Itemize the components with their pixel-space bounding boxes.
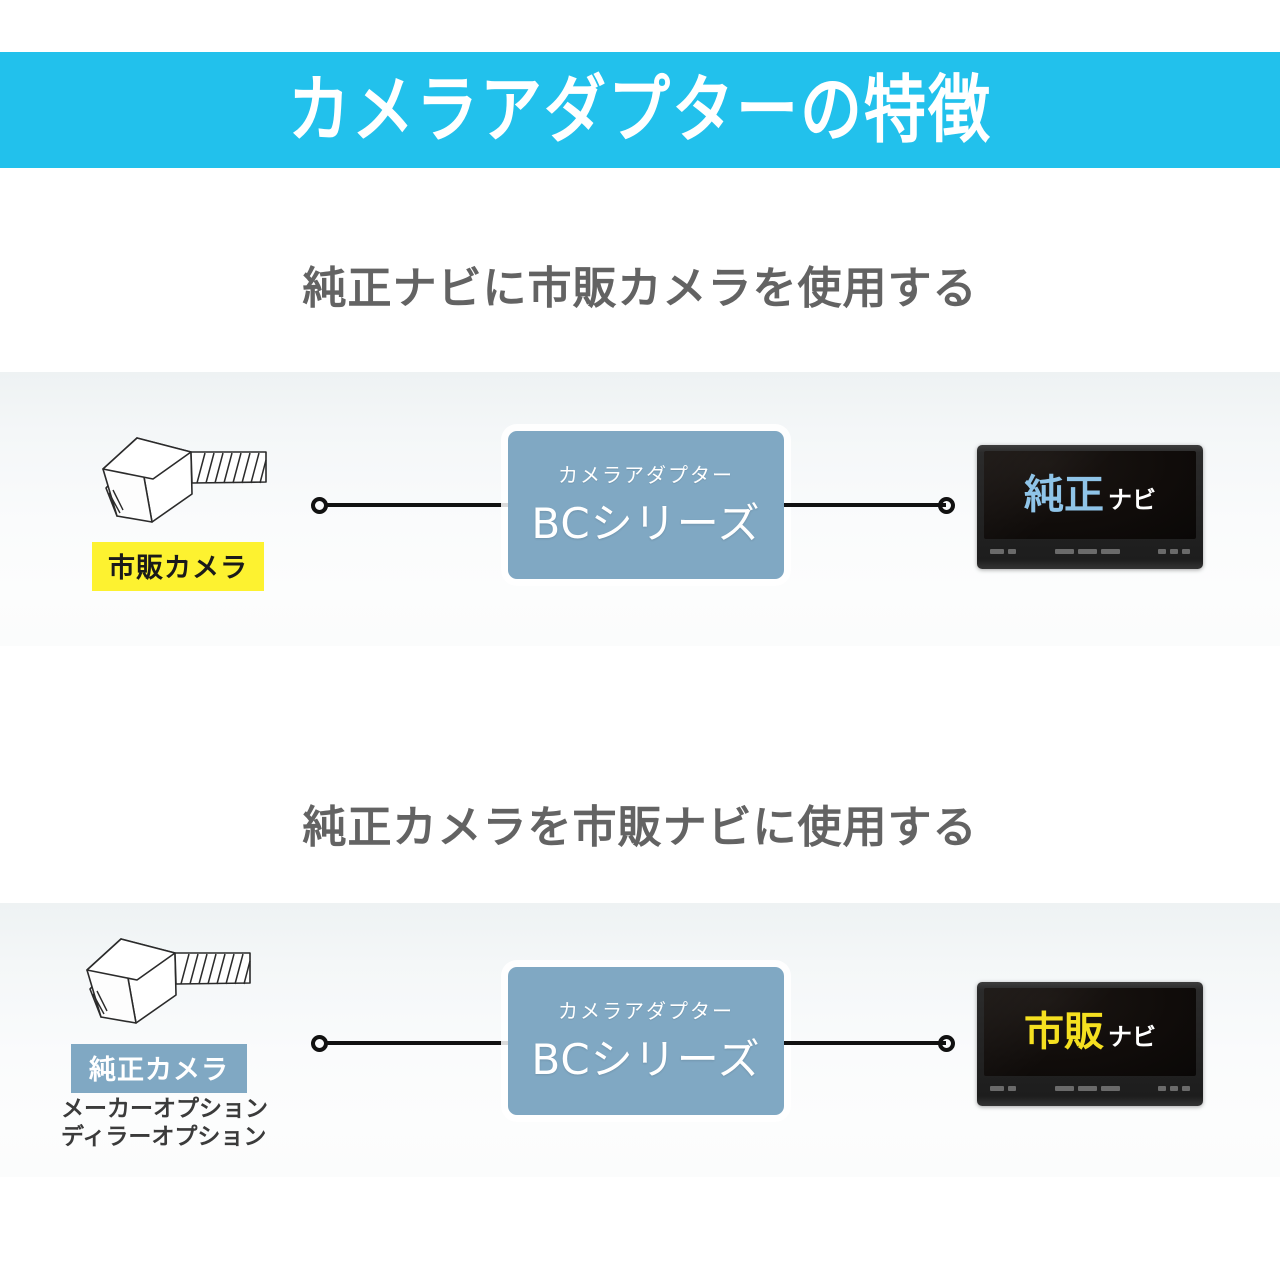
navi-button-icon[interactable]: [1077, 1085, 1097, 1091]
navi-button-icon[interactable]: [1182, 1085, 1190, 1091]
camera-icon: [96, 427, 296, 537]
wire-dot-left-1: [311, 497, 328, 514]
navi-text-2: 市販 ナビ: [1024, 1012, 1156, 1052]
adapter-box-1[interactable]: カメラアダプター BCシリーズ: [508, 431, 784, 579]
navi-button-icon[interactable]: [1077, 548, 1097, 554]
source-note-1: メーカーオプション: [61, 1096, 268, 1122]
navi-btn-group-center-2[interactable]: [1054, 1085, 1120, 1091]
adapter-box-2[interactable]: カメラアダプター BCシリーズ: [508, 967, 784, 1115]
navi-button-icon[interactable]: [1182, 548, 1190, 554]
navi-button-icon[interactable]: [1008, 548, 1016, 554]
navi-primary-text-2: 市販: [1024, 1009, 1104, 1055]
navi-unit-1[interactable]: 純正 ナビ: [977, 445, 1203, 569]
navi-btn-group-center-1[interactable]: [1054, 548, 1120, 554]
navi-button-icon[interactable]: [1170, 548, 1178, 554]
navi-controls-2[interactable]: [984, 1076, 1196, 1100]
navi-button-icon[interactable]: [990, 1085, 1004, 1091]
navi-text-1: 純正 ナビ: [1024, 475, 1156, 515]
navi-secondary-text-1: ナビ: [1108, 486, 1156, 514]
navi-btn-group-left-1[interactable]: [990, 548, 1016, 554]
navi-screen-2: 市販 ナビ: [984, 988, 1196, 1076]
adapter-large-label-2: BCシリーズ: [531, 1035, 761, 1084]
navi-btn-group-right-2[interactable]: [1158, 1085, 1190, 1091]
source-note-2: ディラーオプション: [61, 1124, 267, 1150]
page-title: カメラアダプターの特徴: [287, 66, 992, 153]
navi-button-icon[interactable]: [1054, 1085, 1074, 1091]
navi-button-icon[interactable]: [1008, 1085, 1016, 1091]
camera-illustration-svg: [86, 938, 251, 1024]
header-banner: カメラアダプターの特徴: [0, 52, 1280, 168]
navi-secondary-text-2: ナビ: [1108, 1023, 1156, 1051]
navi-button-icon[interactable]: [1158, 548, 1166, 554]
navi-primary-text-1: 純正: [1024, 472, 1104, 518]
navi-controls-1[interactable]: [984, 539, 1196, 563]
navi-button-icon[interactable]: [1170, 1085, 1178, 1091]
wire-right-1: [784, 503, 946, 507]
navi-btn-group-right-1[interactable]: [1158, 548, 1190, 554]
wire-dot-left-2: [311, 1035, 328, 1052]
camera-illustration-svg: [102, 437, 267, 523]
camera-icon: [80, 928, 280, 1038]
adapter-small-label-1: カメラアダプター: [558, 463, 734, 487]
wire-left-2: [327, 1041, 510, 1045]
navi-button-icon[interactable]: [1100, 1085, 1120, 1091]
navi-btn-group-left-2[interactable]: [990, 1085, 1016, 1091]
adapter-large-label-1: BCシリーズ: [531, 499, 761, 548]
wire-dot-right-2: [938, 1035, 955, 1052]
wire-left-1: [327, 503, 510, 507]
navi-button-icon[interactable]: [1100, 548, 1120, 554]
navi-button-icon[interactable]: [1054, 548, 1074, 554]
source-label-2: 純正カメラ: [71, 1044, 247, 1093]
navi-screen-1: 純正 ナビ: [984, 451, 1196, 539]
navi-button-icon[interactable]: [1158, 1085, 1166, 1091]
adapter-small-label-2: カメラアダプター: [558, 999, 734, 1023]
wire-dot-right-1: [938, 497, 955, 514]
section-title-2: 純正カメラを市販ナビに使用する: [302, 802, 978, 853]
navi-unit-2[interactable]: 市販 ナビ: [977, 982, 1203, 1106]
section-title-1: 純正ナビに市販カメラを使用する: [302, 263, 978, 314]
source-label-1: 市販カメラ: [92, 542, 264, 591]
wire-right-2: [784, 1041, 946, 1045]
navi-button-icon[interactable]: [990, 548, 1004, 554]
